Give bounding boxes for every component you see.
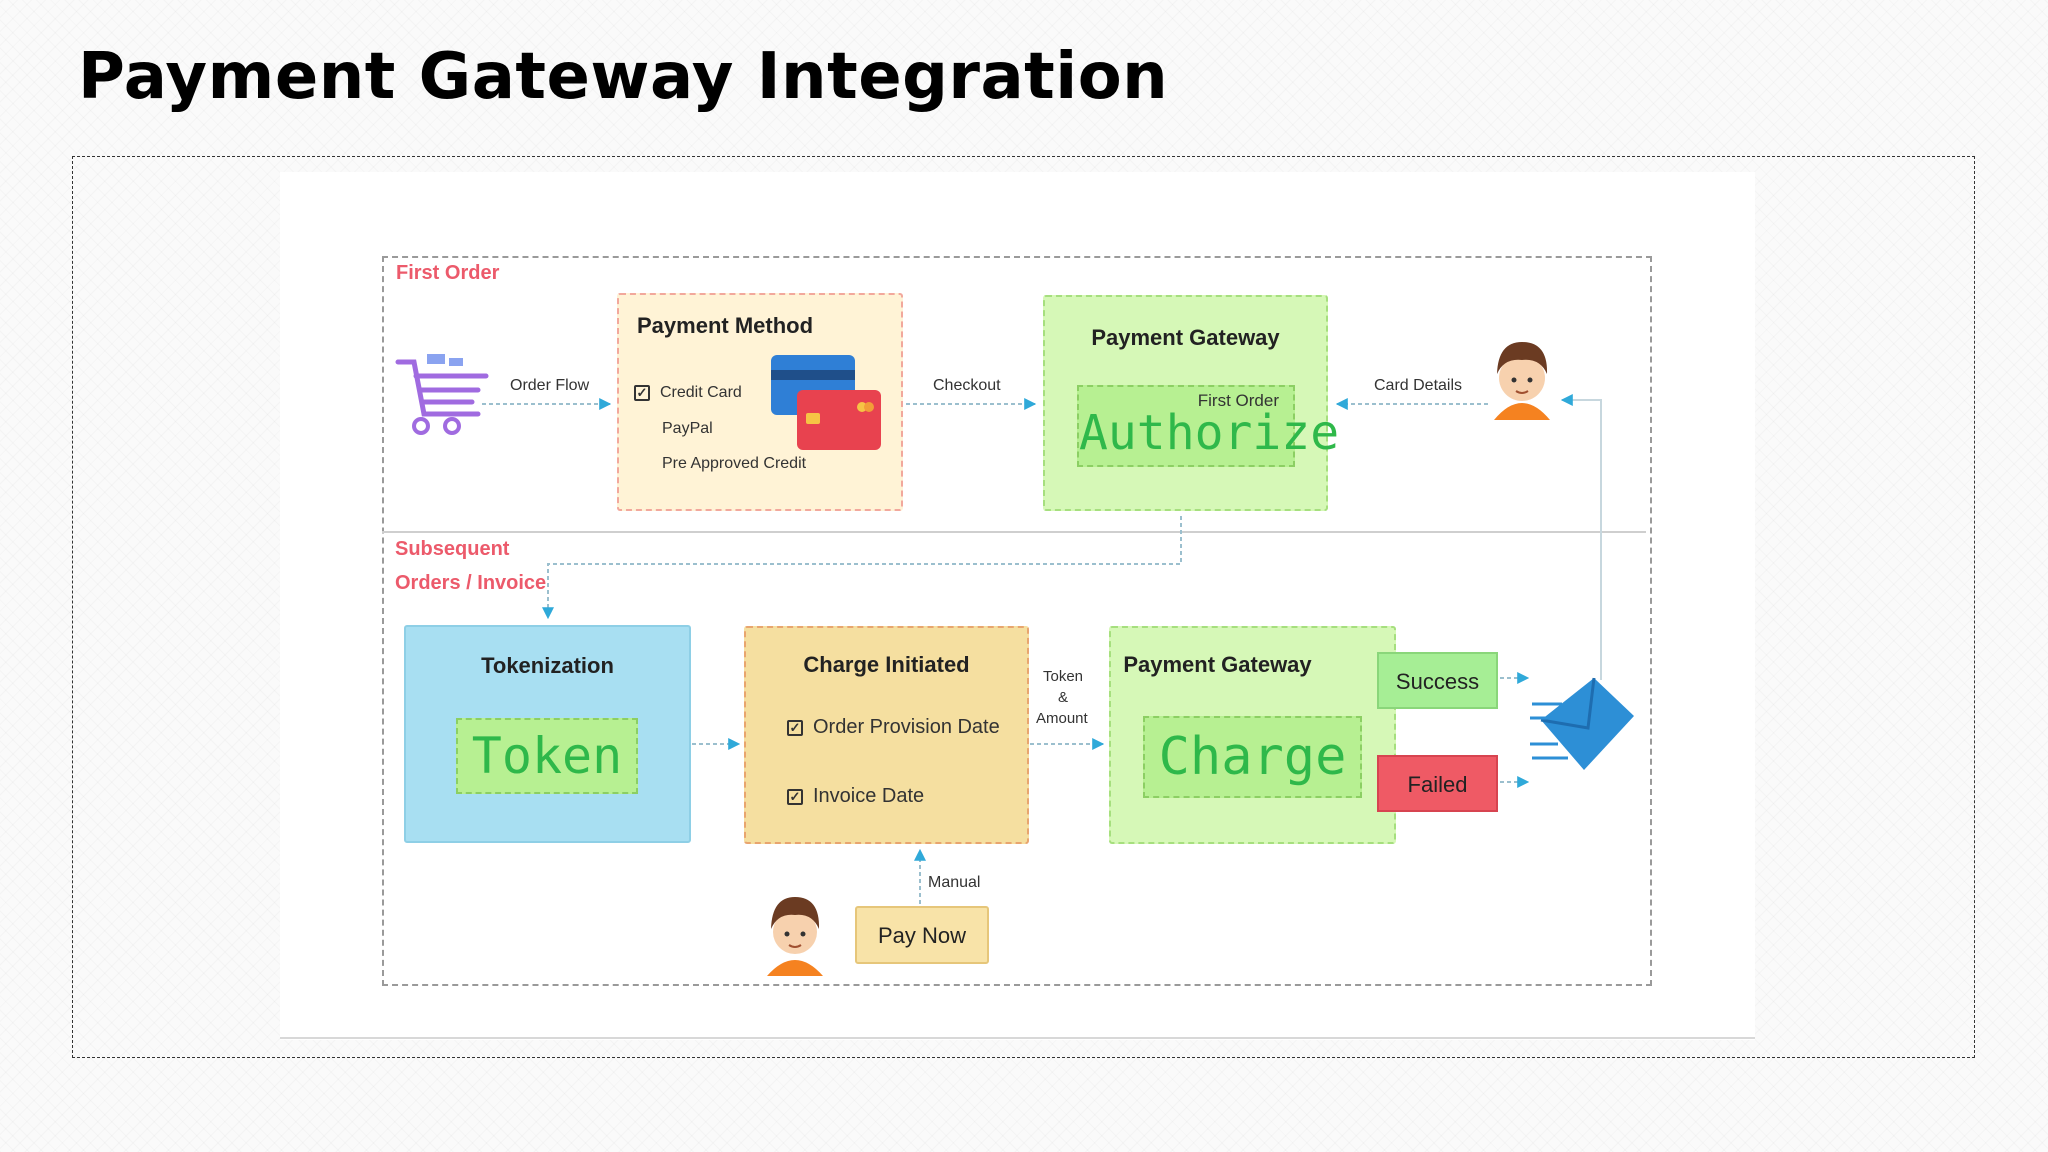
customer-avatar-icon	[1494, 342, 1550, 420]
tokenization-title: Tokenization	[481, 653, 614, 678]
charge-panel: Charge	[1143, 716, 1362, 798]
image-bottom-rule	[280, 1037, 1755, 1039]
checkbox-icon: ✓	[787, 719, 803, 736]
gateway-authorize-title: Payment Gateway	[1091, 325, 1280, 350]
failed-status: Failed	[1377, 755, 1498, 812]
section-label-first-order: First Order	[396, 262, 500, 284]
flow-label-checkout: Checkout	[933, 377, 1001, 394]
flow-label-card-details: Card Details	[1374, 377, 1463, 394]
payment-method-title: Payment Method	[637, 313, 814, 338]
charge-item-order-provision: ✓Order Provision Date	[787, 716, 1000, 739]
flow-label-manual: Manual	[928, 874, 981, 891]
section-divider	[382, 531, 1646, 533]
slide-title: Payment Gateway Integration	[78, 40, 1169, 114]
flow-label-token: Token	[1043, 668, 1084, 685]
section-label-orders-invoice: Orders / Invoice	[395, 572, 547, 594]
gateway-charge-title: Payment Gateway	[1123, 652, 1312, 677]
customer-avatar-icon	[767, 897, 823, 976]
checkbox-icon: ✓	[787, 788, 803, 805]
charge-initiated-title: Charge Initiated	[803, 652, 970, 677]
section-label-subsequent: Subsequent	[395, 538, 510, 560]
arrow-authorize-to-token	[542, 516, 1182, 620]
diagram-outer-border	[382, 256, 1652, 986]
email-icon	[1530, 677, 1634, 770]
success-status: Success	[1377, 652, 1498, 709]
payment-option-pre-approved: Pre Approved Credit	[662, 455, 807, 472]
flow-label-amount: Amount	[1036, 710, 1088, 727]
charge-item-invoice-date: ✓Invoice Date	[787, 785, 924, 808]
checkbox-icon: ✓	[634, 384, 650, 401]
flow-label-ampersand: &	[1058, 689, 1069, 706]
arrow-email-to-customer	[1560, 394, 1602, 680]
credit-cards-icon	[771, 355, 881, 450]
authorize-caption: First Order	[1197, 391, 1279, 410]
diagram-image	[280, 172, 1755, 1040]
shopping-cart-icon	[395, 354, 489, 435]
payment-option-paypal: PayPal	[662, 420, 713, 437]
flow-label-order-flow: Order Flow	[510, 377, 590, 394]
payment-option-credit-card: ✓Credit Card	[634, 384, 742, 402]
token-panel: Token	[456, 718, 638, 794]
pay-now-button[interactable]: Pay Now	[855, 906, 989, 964]
content-frame	[72, 156, 1975, 1058]
